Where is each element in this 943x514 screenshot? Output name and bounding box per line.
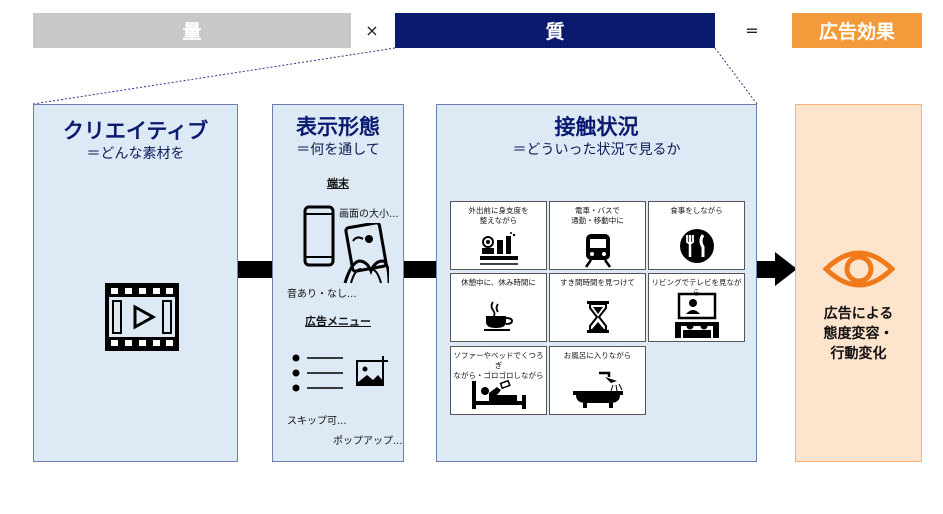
arrow-contact-result-head (775, 252, 797, 286)
smartphone-icon (303, 205, 335, 267)
result-line-1: 広告による (823, 306, 894, 322)
list-icon (292, 354, 343, 392)
arrow-display-contact (404, 261, 436, 278)
image-add-icon (356, 356, 388, 386)
bed-relax-icon (471, 379, 526, 409)
situation-cell-relaxing: ソファーやベッドでくつろぎ ながら・ゴロゴロしながら (450, 346, 547, 415)
situation-cell-living-room-tv: リビングでテレビを見ながら (648, 273, 745, 342)
situation-label: 電車・バスで 通勤・移動中に (571, 206, 624, 225)
creative-subtitle: ＝どんな素材を (86, 146, 185, 162)
situation-label: 食事をしながら (670, 206, 723, 215)
quality-box: 質 (395, 13, 715, 48)
dining-icon (679, 229, 714, 263)
quantity-label: 量 (182, 21, 202, 43)
arrow-contact-result-shaft (757, 261, 775, 278)
situation-label: すき間時間を見つけて (560, 278, 635, 287)
equals-sign: = (745, 21, 759, 40)
hourglass-icon (586, 301, 609, 333)
situation-label: ソファーやベッドでくつろぎ ながら・ゴロゴロしながら (453, 351, 544, 380)
coffee-icon (483, 301, 513, 331)
situation-label: 休憩中に、休み時間に (461, 278, 536, 287)
situation-label: お風呂に入りながら (563, 351, 632, 360)
effect-box: 広告効果 (792, 13, 922, 48)
ad-menu-heading: 広告メニュー (305, 315, 371, 328)
situation-cell-getting-ready: 外出前に身支度を 整えながら (450, 201, 547, 270)
situation-cell-spare-time: すき間時間を見つけて (549, 273, 646, 342)
situation-cell-train: 電車・バスで 通勤・移動中に (549, 201, 646, 270)
effect-label: 広告効果 (818, 21, 895, 43)
tv-watching-icon (674, 292, 719, 338)
situation-label: リビングでテレビを見ながら (651, 278, 742, 297)
result-line-3: 行動変化 (830, 346, 887, 362)
arrow-creative-display (238, 261, 272, 278)
display-subtitle: ＝何を通して (296, 142, 380, 158)
creative-panel: クリエイティブ ＝どんな素材を (33, 104, 238, 462)
contact-subtitle: ＝どういった状況で見るか (512, 142, 681, 158)
popup-label: ポップアップ... (333, 436, 403, 447)
display-panel: 表示形態 ＝何を通して 端末 画面の大小... 音あり・なし... 広告メニュー… (272, 104, 404, 462)
screen-size-label: 画面の大小... (339, 209, 399, 220)
quality-label: 質 (545, 21, 565, 43)
train-icon (584, 234, 611, 268)
eye-icon (823, 250, 895, 288)
device-heading: 端末 (327, 177, 349, 190)
situation-label: 外出前に身支度を 整えながら (468, 206, 529, 225)
skip-label: スキップ可... (287, 416, 347, 427)
contact-title: 接触状況 (554, 115, 639, 139)
bathtub-icon (572, 371, 623, 408)
sound-label: 音あり・なし... (287, 289, 357, 300)
video-film-icon (105, 283, 179, 351)
display-title: 表示形態 (296, 115, 380, 139)
creative-title: クリエイティブ (62, 119, 209, 143)
result-panel: 広告による 態度変容・ 行動変化 (795, 104, 922, 462)
result-line-2: 態度変容・ (823, 326, 894, 342)
tablet-icon (343, 223, 389, 284)
quantity-box: 量 (33, 13, 351, 48)
situation-cell-eating: 食事をしながら (648, 201, 745, 270)
situation-cell-bath: お風呂に入りながら (549, 346, 646, 415)
times-sign: × (365, 21, 379, 40)
situation-cell-break: 休憩中に、休み時間に (450, 273, 547, 342)
vanity-icon (479, 232, 518, 265)
